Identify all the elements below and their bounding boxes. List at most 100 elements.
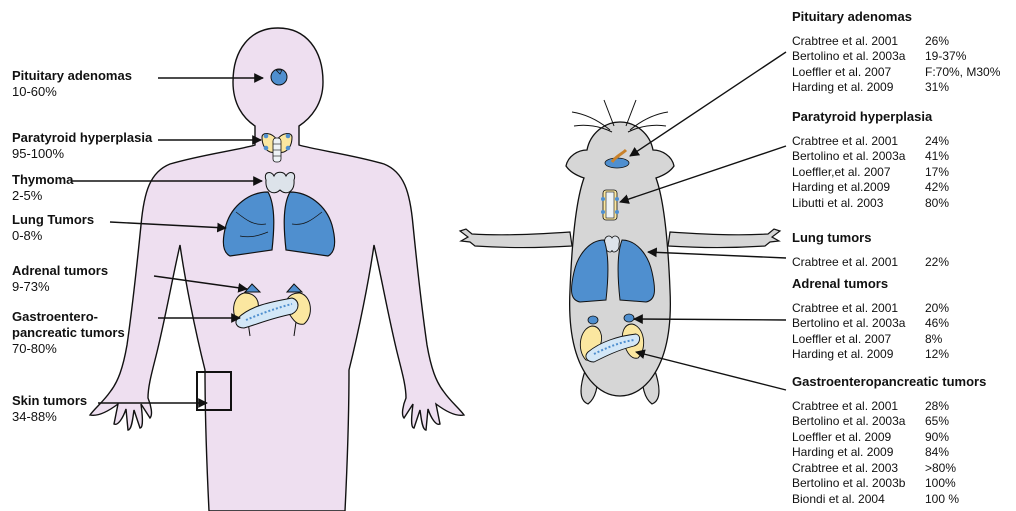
label-title: Adrenal tumors bbox=[12, 263, 108, 279]
incidence: 20% bbox=[925, 301, 949, 317]
incidence: 26% bbox=[925, 34, 949, 50]
citation: Bertolino et al. 2003a bbox=[792, 49, 925, 65]
citation: Crabtree et al. 2001 bbox=[792, 134, 925, 150]
label-thymoma-human: Thymoma 2-5% bbox=[12, 172, 73, 204]
arrow-mouse-pituitary bbox=[630, 52, 786, 156]
incidence: 65% bbox=[925, 414, 949, 430]
incidence: 100 % bbox=[925, 492, 959, 508]
citation: Crabtree et al. 2001 bbox=[792, 34, 925, 50]
mouse-adrenal-right bbox=[624, 314, 634, 322]
mouse-adrenal-left bbox=[588, 316, 598, 324]
citation: Biondi et al. 2004 bbox=[792, 492, 925, 508]
citation: Loeffler et al. 2007 bbox=[792, 65, 925, 81]
section-title: Paratyroid hyperplasia bbox=[792, 109, 949, 125]
incidence: 90% bbox=[925, 430, 949, 446]
incidence: 100% bbox=[925, 476, 956, 492]
label-gep-human: Gastroentero- pancreatic tumors 70-80% bbox=[12, 309, 125, 357]
incidence: 22% bbox=[925, 255, 949, 271]
human-body bbox=[90, 28, 464, 511]
citation: Bertolino et al. 2003a bbox=[792, 414, 925, 430]
citation-row: Loeffler et al. 20078% bbox=[792, 332, 949, 348]
label-pituitary-human: Pituitary adenomas 10-60% bbox=[12, 68, 132, 100]
incidence: 19-37% bbox=[925, 49, 966, 65]
label-lung-human: Lung Tumors 0-8% bbox=[12, 212, 94, 244]
label-title: Lung Tumors bbox=[12, 212, 94, 228]
citation: Loeffler et al. 2007 bbox=[792, 332, 925, 348]
label-parathyroid-human: Paratyroid hyperplasia 95-100% bbox=[12, 130, 152, 162]
label-percent: 34-88% bbox=[12, 409, 87, 425]
label-title: Skin tumors bbox=[12, 393, 87, 409]
label-percent: 70-80% bbox=[12, 341, 125, 357]
mouse-section-adrenal: Adrenal tumors Crabtree et al. 200120% B… bbox=[792, 276, 949, 363]
citation: Harding et al. 2009 bbox=[792, 80, 925, 96]
incidence: 17% bbox=[925, 165, 949, 181]
mouse-thyroid bbox=[601, 190, 619, 220]
label-title: Pituitary adenomas bbox=[12, 68, 132, 84]
label-skin-human: Skin tumors 34-88% bbox=[12, 393, 87, 425]
citation: Bertolino et al. 2003a bbox=[792, 149, 925, 165]
citation: Crabtree et al. 2001 bbox=[792, 255, 925, 271]
citation: Bertolino et al. 2003b bbox=[792, 476, 925, 492]
incidence: 46% bbox=[925, 316, 949, 332]
arrow-mouse-adrenal bbox=[634, 319, 786, 320]
human-silhouette bbox=[90, 28, 464, 511]
mouse-section-pituitary: Pituitary adenomas Crabtree et al. 20012… bbox=[792, 9, 1000, 96]
section-title: Pituitary adenomas bbox=[792, 9, 1000, 25]
citation: Harding et al. 2009 bbox=[792, 347, 925, 363]
label-percent: 2-5% bbox=[12, 188, 73, 204]
incidence: 31% bbox=[925, 80, 949, 96]
section-title: Adrenal tumors bbox=[792, 276, 949, 292]
citation: Crabtree et al. 2001 bbox=[792, 399, 925, 415]
mouse-section-gep: Gastroenteropancreatic tumors Crabtree e… bbox=[792, 374, 986, 507]
citation: Crabtree et al. 2001 bbox=[792, 301, 925, 317]
label-percent: 9-73% bbox=[12, 279, 108, 295]
section-title: Lung tumors bbox=[792, 230, 949, 246]
mouse-pituitary bbox=[605, 158, 629, 168]
label-adrenal-human: Adrenal tumors 9-73% bbox=[12, 263, 108, 295]
mouse-section-parathyroid: Paratyroid hyperplasia Crabtree et al. 2… bbox=[792, 109, 949, 211]
section-title: Gastroenteropancreatic tumors bbox=[792, 374, 986, 390]
citation: Libutti et al. 2003 bbox=[792, 196, 925, 212]
citation: Loeffler et al. 2009 bbox=[792, 430, 925, 446]
incidence: 28% bbox=[925, 399, 949, 415]
citation: Harding et al.2009 bbox=[792, 180, 925, 196]
incidence: 42% bbox=[925, 180, 949, 196]
label-percent: 95-100% bbox=[12, 146, 152, 162]
incidence: >80% bbox=[925, 461, 956, 477]
citation-row: Crabtree et al. 200126% bbox=[792, 34, 1000, 50]
citation-row: Crabtree et al. 2003>80% bbox=[792, 461, 986, 477]
mouse-arm-left bbox=[460, 229, 572, 248]
label-percent: 0-8% bbox=[12, 228, 94, 244]
label-title: Thymoma bbox=[12, 172, 73, 188]
incidence: 24% bbox=[925, 134, 949, 150]
citation: Bertolino et al. 2003a bbox=[792, 316, 925, 332]
incidence: 8% bbox=[925, 332, 942, 348]
incidence: 84% bbox=[925, 445, 949, 461]
human-thymus bbox=[265, 172, 294, 193]
incidence: 80% bbox=[925, 196, 949, 212]
label-title: Gastroentero- pancreatic tumors bbox=[12, 309, 125, 341]
mouse-arm-right bbox=[668, 229, 780, 248]
incidence: 12% bbox=[925, 347, 949, 363]
citation: Harding et al. 2009 bbox=[792, 445, 925, 461]
incidence: F:70%, M30% bbox=[925, 65, 1000, 81]
mouse-body bbox=[460, 100, 780, 404]
